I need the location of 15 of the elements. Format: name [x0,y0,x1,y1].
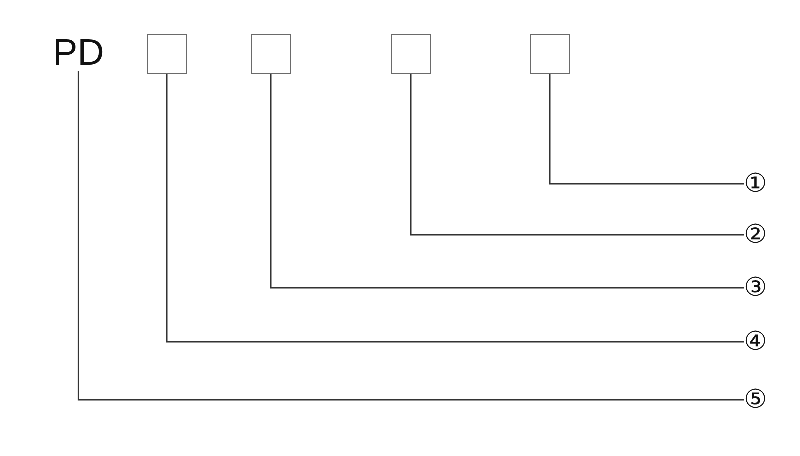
leader-line [549,74,744,185]
empty-box [251,34,291,74]
callout-number: ⑤ [744,387,768,413]
empty-box [147,34,187,74]
empty-box [530,34,570,74]
code-prefix: PD [53,34,104,71]
leader-line [78,71,744,401]
leader-line [166,74,744,343]
leader-line [270,74,744,289]
callout-number: ② [744,222,768,248]
empty-box [391,34,431,74]
callout-number: ① [744,171,768,197]
callout-number: ③ [744,275,768,301]
leader-line [410,74,744,236]
callout-number: ④ [744,329,768,355]
